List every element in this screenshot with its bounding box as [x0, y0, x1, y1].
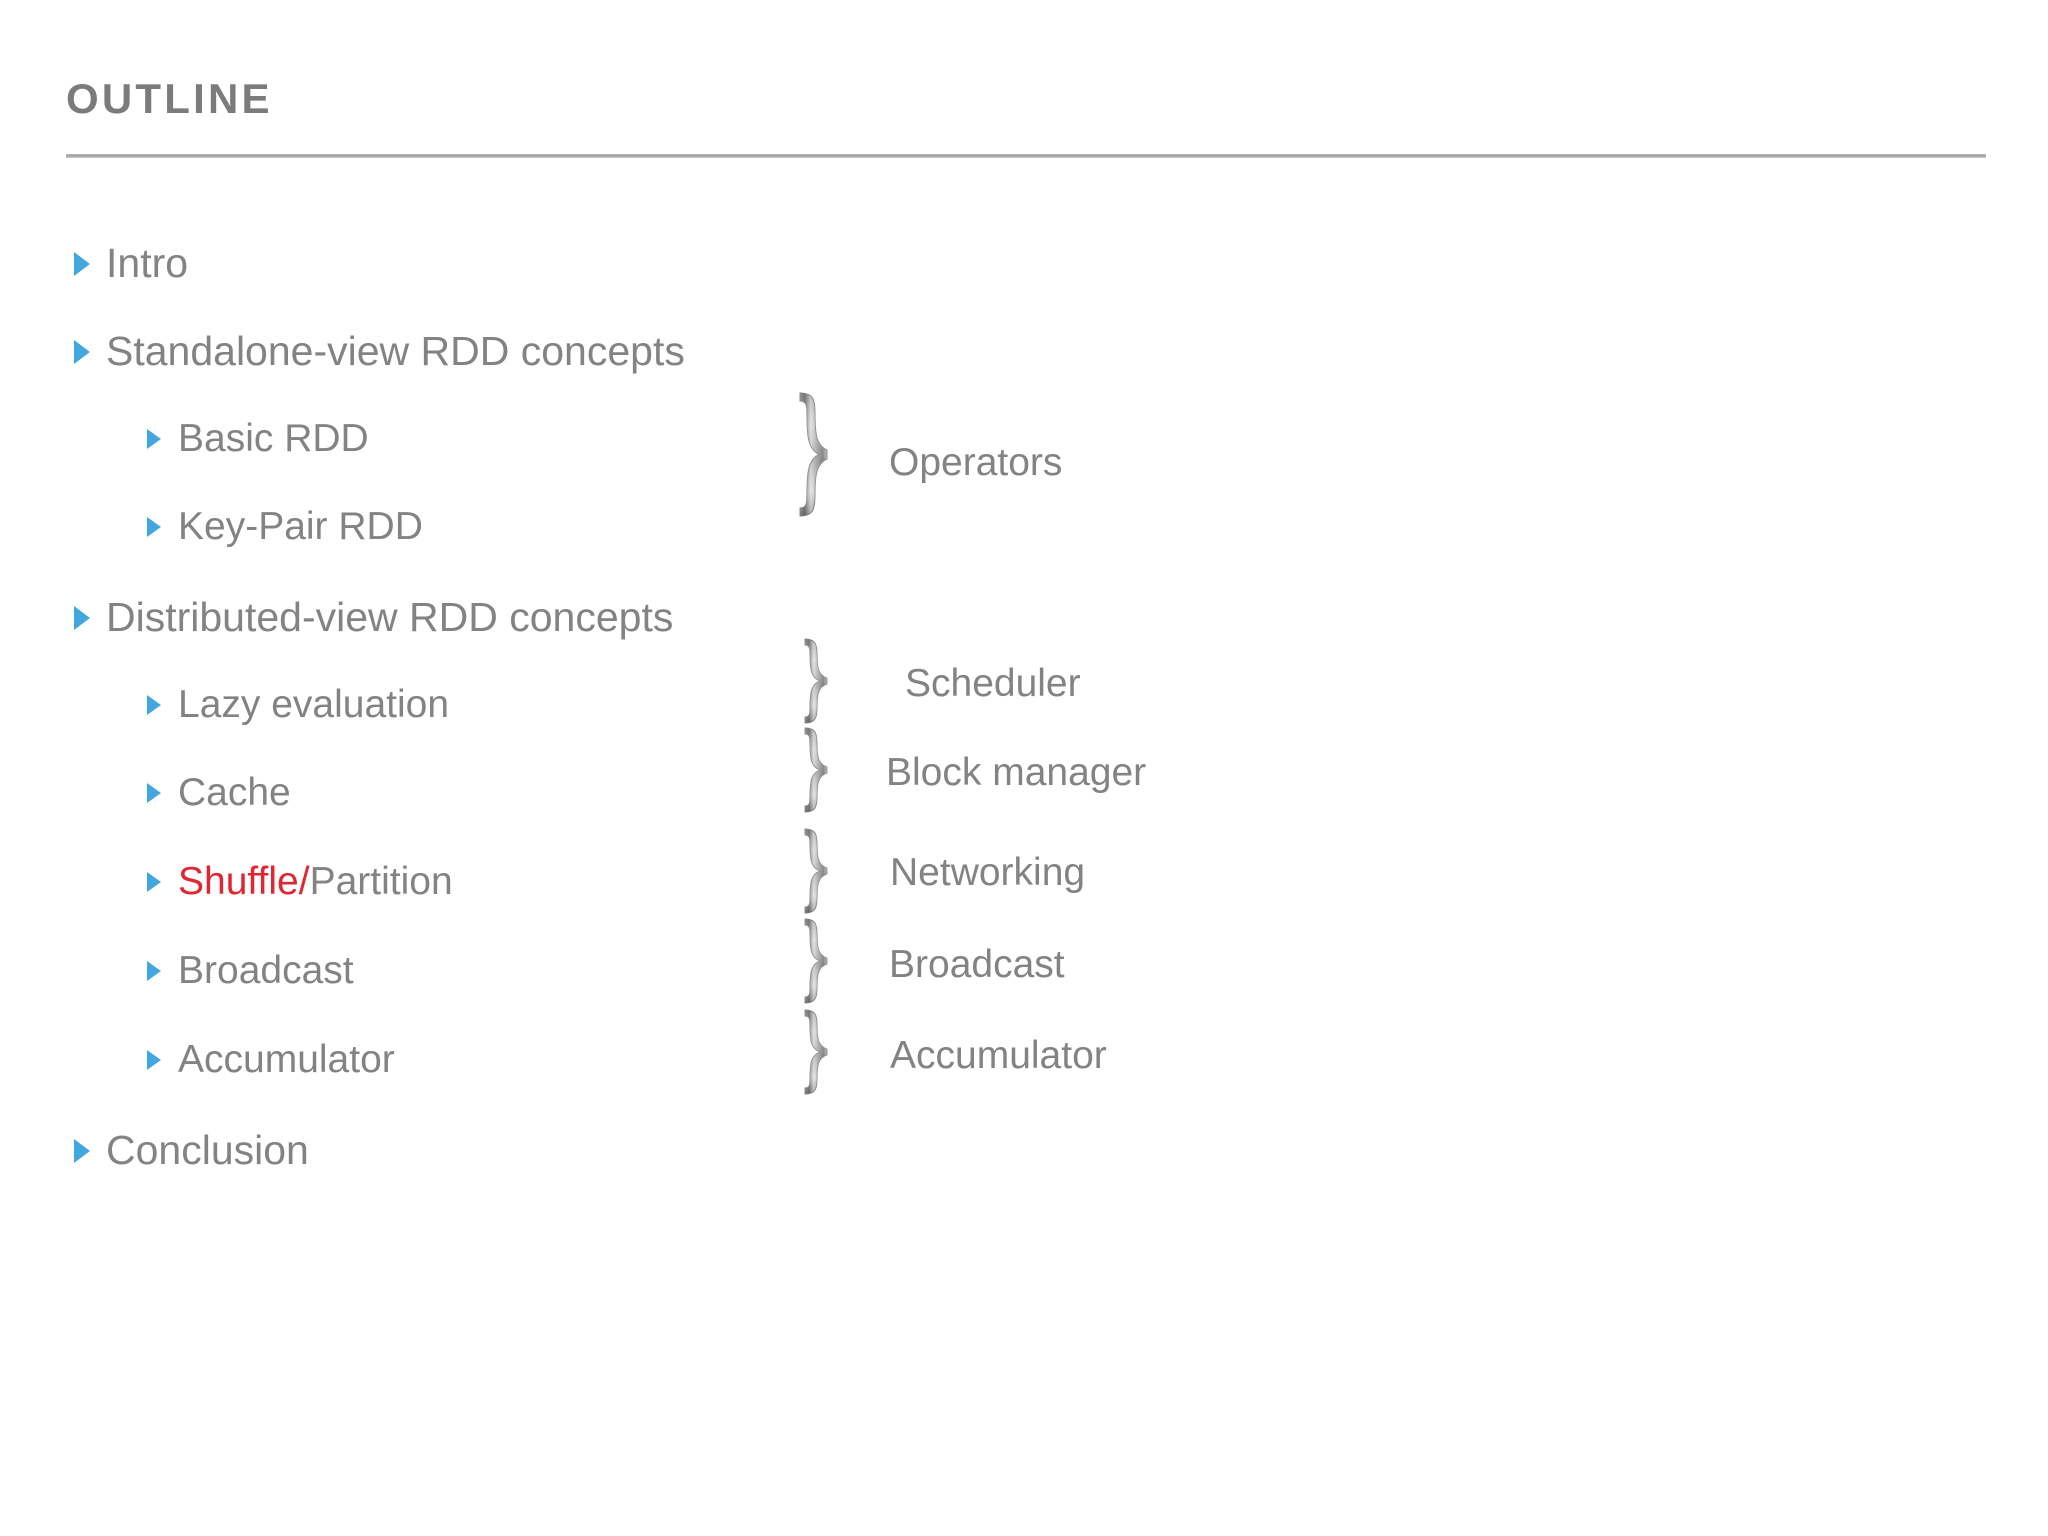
brace-block-manager-icon: [800, 725, 840, 815]
group-label-broadcast: Broadcast: [889, 943, 1065, 986]
partition-text: Partition: [309, 860, 453, 903]
list-item-intro[interactable]: Intro: [74, 240, 189, 286]
bullet-triangle-icon: [147, 1050, 161, 1071]
brace-networking-icon: [800, 826, 840, 916]
list-item-label: Basic RDD: [178, 417, 369, 460]
list-item-label: Standalone-view RDD concepts: [106, 328, 685, 374]
list-item-lazy-evaluation[interactable]: Lazy evaluation: [147, 683, 450, 727]
bullet-triangle-icon: [74, 605, 90, 630]
list-item-label: Shuffle/Partition: [178, 860, 453, 904]
list-item-cache[interactable]: Cache: [147, 771, 291, 815]
list-item-key-pair-rdd[interactable]: Key-Pair RDD: [147, 505, 423, 549]
shuffle-highlight: Shuffle/: [178, 860, 310, 903]
list-item-accumulator[interactable]: Accumulator: [147, 1038, 395, 1082]
bullet-triangle-icon: [147, 429, 161, 450]
list-item-basic-rdd[interactable]: Basic RDD: [147, 417, 369, 461]
list-item-label: Accumulator: [178, 1038, 395, 1081]
list-item-label: Cache: [178, 771, 291, 814]
bullet-triangle-icon: [74, 339, 90, 364]
brace-operators-icon: [794, 389, 842, 520]
bullet-triangle-icon: [147, 517, 161, 538]
group-label-networking: Networking: [890, 851, 1086, 894]
list-item-label: Intro: [106, 240, 189, 286]
bullet-triangle-icon: [74, 251, 90, 276]
brace-broadcast-icon: [800, 916, 840, 1006]
list-item-label: Distributed-view RDD concepts: [106, 594, 674, 640]
list-item-standalone-view-rdd-concepts[interactable]: Standalone-view RDD concepts: [74, 328, 685, 374]
list-item-distributed-view-rdd-concepts[interactable]: Distributed-view RDD concepts: [74, 594, 674, 640]
bullet-triangle-icon: [147, 872, 161, 893]
page-title: OUTLINE: [66, 75, 273, 122]
bullet-triangle-icon: [74, 1138, 90, 1163]
group-label-accumulator: Accumulator: [890, 1034, 1107, 1077]
list-item-label: Conclusion: [106, 1127, 309, 1173]
group-label-scheduler: Scheduler: [905, 662, 1081, 705]
bullet-triangle-icon: [147, 961, 161, 982]
brace-accumulator-icon: [800, 1007, 840, 1097]
group-label-block-manager: Block manager: [886, 751, 1147, 794]
bullet-triangle-icon: [147, 783, 161, 804]
list-item-label: Broadcast: [178, 949, 354, 992]
list-item-label: Key-Pair RDD: [178, 505, 423, 548]
list-item-broadcast[interactable]: Broadcast: [147, 949, 354, 993]
group-label-operators: Operators: [889, 441, 1063, 484]
brace-scheduler-icon: [800, 636, 840, 726]
title-divider: [66, 154, 1986, 158]
list-item-shuffle-partition[interactable]: Shuffle/Partition: [147, 860, 453, 904]
list-item-conclusion[interactable]: Conclusion: [74, 1127, 309, 1173]
bullet-triangle-icon: [147, 695, 161, 716]
list-item-label: Lazy evaluation: [178, 683, 450, 726]
